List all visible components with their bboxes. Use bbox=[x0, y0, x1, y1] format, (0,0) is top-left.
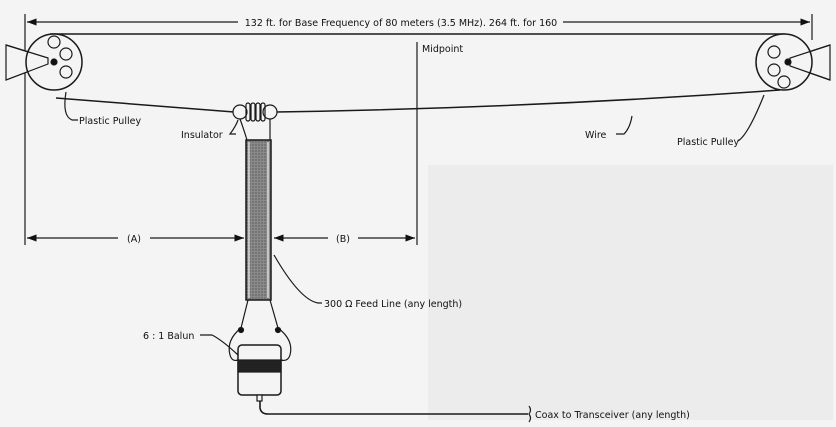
coax-label: Coax to Transceiver (any length) bbox=[535, 410, 690, 421]
insulator bbox=[232, 102, 278, 122]
right-pulley-leader bbox=[737, 94, 765, 142]
left-pulley-label: Plastic Pulley bbox=[79, 116, 141, 127]
balun-band bbox=[237, 359, 282, 373]
insulator-label: Insulator bbox=[181, 130, 223, 141]
right-pulley-axle bbox=[784, 58, 792, 66]
title-bg bbox=[240, 15, 562, 29]
pulley-hole bbox=[59, 47, 73, 61]
dim-a-label: (A) bbox=[127, 234, 141, 245]
wire-right-segment bbox=[275, 89, 781, 113]
feed-line-label: 300 Ω Feed Line (any length) bbox=[324, 299, 462, 310]
wire-left-segment bbox=[55, 97, 235, 113]
pulley-hole bbox=[59, 65, 73, 79]
pulley-hole bbox=[767, 45, 781, 59]
coax-cable bbox=[259, 401, 528, 415]
right-pulley bbox=[755, 33, 813, 91]
wire-label: Wire bbox=[585, 130, 607, 141]
balun-lead-right bbox=[269, 299, 292, 362]
dim-b-label: (B) bbox=[336, 234, 350, 245]
left-pulley-axle bbox=[50, 58, 58, 66]
feed-line bbox=[245, 139, 272, 301]
connector bbox=[274, 326, 282, 334]
feed-lead-left bbox=[239, 118, 248, 141]
left-bracket-arms bbox=[5, 44, 49, 81]
left-pulley-leader bbox=[64, 91, 78, 121]
pulley-hole bbox=[767, 63, 781, 77]
insulator-leader bbox=[228, 119, 239, 135]
wire-leader bbox=[616, 115, 633, 135]
faded-cartoon-area bbox=[428, 165, 833, 420]
balun-lead-left bbox=[228, 299, 249, 362]
pulley-hole bbox=[47, 35, 61, 49]
pulley-hole bbox=[777, 75, 791, 89]
coax-connector bbox=[256, 394, 263, 402]
feed-line-leader bbox=[273, 254, 322, 304]
balun-label: 6 : 1 Balun bbox=[143, 331, 194, 342]
midpoint-label: Midpoint bbox=[422, 44, 463, 55]
title-text: 132 ft. for Base Frequency of 80 meters … bbox=[245, 18, 557, 29]
balun-leader bbox=[200, 334, 239, 356]
right-pulley-label: Plastic Pulley bbox=[677, 137, 739, 148]
connector bbox=[237, 326, 245, 334]
coax-break bbox=[528, 405, 532, 423]
